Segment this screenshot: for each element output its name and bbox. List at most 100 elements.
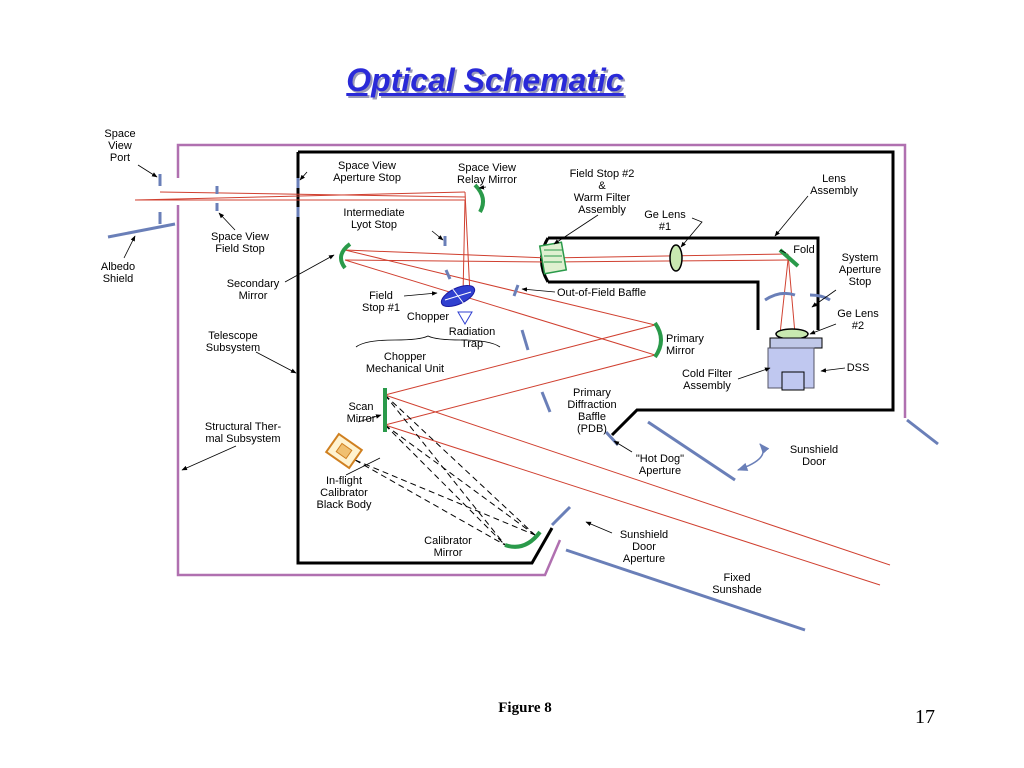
label-field-stop-2-line: & [598, 180, 606, 192]
label-system-aperture-line: System [842, 252, 879, 264]
dss-detector [767, 337, 823, 391]
label-out-of-field-baffle-line: Out-of-Field Baffle [557, 287, 646, 299]
mirrors [339, 183, 800, 549]
fold-mirror [778, 248, 800, 268]
label-sunshield-door-aperture-line: Door [632, 541, 656, 553]
label-sunshield-door-aperture-line: Aperture [623, 553, 665, 565]
label-space-view-port-line: View [108, 140, 132, 152]
label-sv-aperture-stop-line: Aperture Stop [333, 172, 401, 184]
label-calibrator-mirror-line: Calibrator [424, 535, 472, 547]
label-space-view-port-line: Port [110, 152, 130, 164]
label-radiation-trap-line: Radiation [449, 326, 495, 338]
label-lens-assembly-line: Assembly [810, 185, 858, 197]
label-fold: Fold [793, 244, 814, 256]
label-hot-dog-line: Aperture [639, 465, 681, 477]
label-fold-line: Fold [793, 244, 814, 256]
label-dss: DSS [847, 362, 870, 374]
label-chopper-mech-line: Mechanical Unit [366, 363, 444, 375]
label-radiation-trap-line: Trap [461, 338, 483, 350]
label-hot-dog: "Hot Dog"Aperture [636, 453, 684, 477]
space-view-relay-mirror [473, 183, 486, 213]
calibrator-mirror [504, 530, 542, 549]
label-fixed-sunshade-line: Fixed [724, 572, 751, 584]
chopper [440, 284, 476, 325]
label-calibrator-mirror-line: Mirror [434, 547, 463, 559]
figure-caption: Figure 8 [498, 700, 552, 716]
label-lens-assembly-line: Lens [822, 173, 846, 185]
label-cold-filter-line: Assembly [683, 380, 731, 392]
label-intermediate-lyot-line: Lyot Stop [351, 219, 397, 231]
calibrator-black-body [324, 432, 364, 470]
warm-filter-assembly [538, 241, 568, 275]
label-fixed-sunshade-line: Sunshade [712, 584, 762, 596]
label-field-stop-2-line: Field Stop #2 [570, 168, 635, 180]
label-pdb-line: Diffraction [567, 399, 616, 411]
callout-lines [123, 164, 846, 534]
label-field-stop-2-line: Assembly [578, 204, 626, 216]
lens-assembly-tube [548, 236, 820, 330]
label-field-stop-1-line: Stop #1 [362, 302, 400, 314]
label-sunshield-door-line: Door [802, 456, 826, 468]
label-ge-lens-2: Ge Lens#2 [837, 308, 879, 332]
slide-title: Optical Schematic [346, 62, 624, 98]
label-albedo-shield-line: Shield [103, 273, 134, 285]
label-calibrator-line: Black Body [316, 499, 372, 511]
label-secondary-mirror-line: Mirror [239, 290, 268, 302]
label-intermediate-lyot-line: Intermediate [343, 207, 404, 219]
label-field-stop-2-line: Warm Filter [574, 192, 631, 204]
label-field-stop-1-line: Field [369, 290, 393, 302]
page-number: 17 [915, 706, 935, 728]
label-sv-relay-mirror-line: Space View [458, 162, 516, 174]
label-chopper: Chopper [407, 311, 450, 323]
label-pdb-line: (PDB) [577, 423, 607, 435]
label-telescope-subsystem-line: Subsystem [206, 342, 260, 354]
label-ge-lens-1-line: #1 [659, 221, 671, 233]
telescope-outline [296, 150, 895, 565]
label-sunshield-door-aperture-line: Sunshield [620, 529, 668, 541]
label-albedo-shield-line: Albedo [101, 261, 135, 273]
label-sv-field-stop-line: Field Stop [215, 243, 265, 255]
label-chopper-line: Chopper [407, 311, 450, 323]
label-scan-mirror-line: Scan [348, 401, 373, 413]
label-structural-thermal-line: mal Subsystem [205, 433, 280, 445]
label-hot-dog-line: "Hot Dog" [636, 453, 684, 465]
label-secondary-mirror-line: Secondary [227, 278, 280, 290]
label-ge-lens-1-line: Ge Lens [644, 209, 686, 221]
label-pdb-line: Primary [573, 387, 611, 399]
label-space-view-port-line: Space [104, 128, 135, 140]
label-dss-line: DSS [847, 362, 870, 374]
label-sv-relay-mirror-line: Relay Mirror [457, 174, 517, 186]
baffles [107, 174, 939, 632]
label-structural-thermal-line: Structural Ther- [205, 421, 282, 433]
label-scan-mirror-line: Mirror [347, 413, 376, 425]
label-system-aperture-line: Stop [849, 276, 872, 288]
label-pdb-line: Baffle [578, 411, 606, 423]
label-ge-lens-2-line: Ge Lens [837, 308, 879, 320]
label-primary-mirror-line: Primary [666, 333, 704, 345]
structural-thermal-outline [176, 143, 907, 577]
label-sv-field-stop-line: Space View [211, 231, 269, 243]
label-sv-aperture-stop-line: Space View [338, 160, 396, 172]
primary-mirror [653, 321, 663, 359]
label-chopper-mech-line: Chopper [384, 351, 427, 363]
ge-lens-1 [669, 244, 683, 272]
